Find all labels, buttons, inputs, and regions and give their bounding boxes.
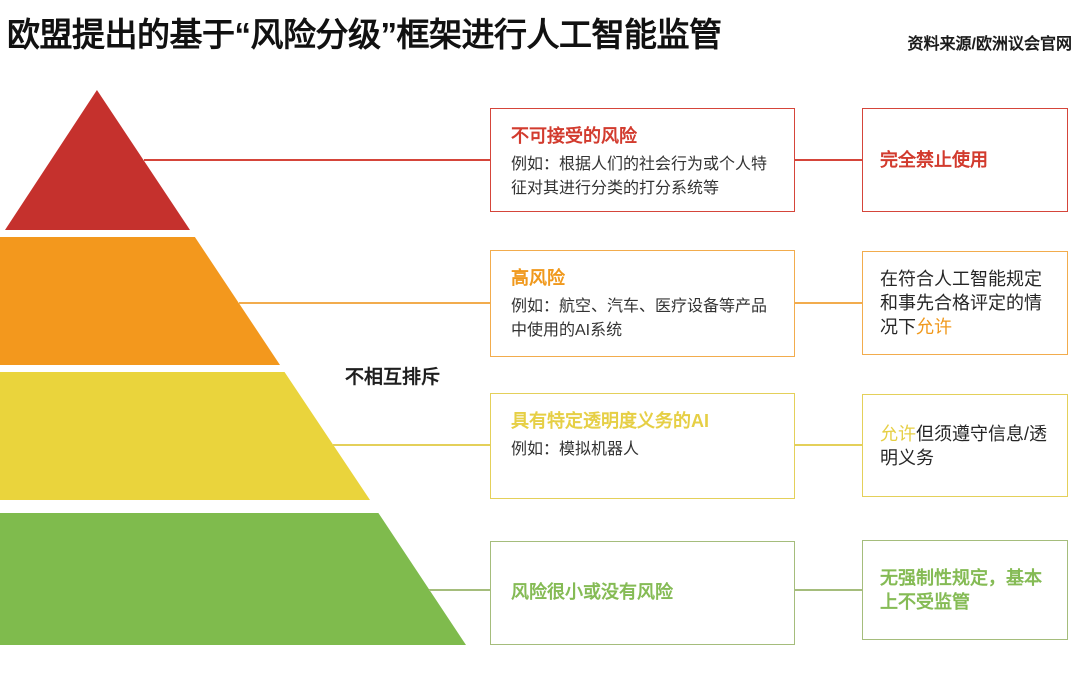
outcome-box-unacceptable: 完全禁止使用 bbox=[862, 108, 1068, 212]
pyramid-note: 不相互排斥 bbox=[345, 367, 441, 388]
page-title: 欧盟提出的基于“风险分级”框架进行人工智能监管 bbox=[7, 16, 722, 53]
connector-pyramid-to-transparency-box bbox=[333, 444, 490, 446]
outcome-highlight: 允许 bbox=[916, 317, 952, 337]
risk-box-unacceptable: 不可接受的风险 例如：根据人们的社会行为或个人特征对其进行分类的打分系统等 bbox=[490, 108, 795, 212]
outcome-box-minimal: 无强制性规定，基本上不受监管 bbox=[862, 540, 1068, 640]
risk-box-example: 例如：根据人们的社会行为或个人特征对其进行分类的打分系统等 bbox=[511, 156, 768, 197]
outcome-text: 允许但须遵守信息/透明义务 bbox=[880, 422, 1050, 470]
risk-box-title: 高风险 bbox=[511, 268, 565, 288]
risk-box-title: 具有特定透明度义务的AI bbox=[511, 411, 709, 431]
outcome-post: 但须遵守信息/透明义务 bbox=[880, 423, 1048, 468]
pyramid-layer-minimal-risk bbox=[0, 513, 466, 645]
risk-box-example: 例如：航空、汽车、医疗设备等产品中使用的AI系统 bbox=[511, 298, 768, 339]
outcome-highlight: 完全禁止使用 bbox=[880, 150, 988, 170]
risk-box-title: 不可接受的风险 bbox=[511, 126, 637, 146]
connector-transparency-box-to-outcome bbox=[794, 444, 862, 446]
risk-box-minimal: 风险很小或没有风险 bbox=[490, 541, 795, 645]
outcome-text: 完全禁止使用 bbox=[880, 148, 1050, 172]
connector-high-risk-box-to-outcome bbox=[794, 302, 862, 304]
outcome-highlight: 无强制性规定，基本上不受监管 bbox=[880, 568, 1042, 612]
connector-unacceptable-box-to-outcome bbox=[794, 159, 862, 161]
risk-box-high-risk: 高风险 例如：航空、汽车、医疗设备等产品中使用的AI系统 bbox=[490, 250, 795, 357]
outcome-text: 无强制性规定，基本上不受监管 bbox=[880, 566, 1050, 614]
outcome-box-transparency: 允许但须遵守信息/透明义务 bbox=[862, 394, 1068, 497]
source-credit: 资料来源/欧洲议会官网 bbox=[907, 36, 1072, 53]
outcome-box-high-risk: 在符合人工智能规定和事先合格评定的情况下允许 bbox=[862, 251, 1068, 355]
risk-box-title: 风险很小或没有风险 bbox=[511, 581, 673, 602]
connector-pyramid-to-high-risk-box bbox=[239, 302, 490, 304]
connector-minimal-box-to-outcome bbox=[794, 589, 862, 591]
pyramid-layer-transparency-risk bbox=[0, 372, 370, 500]
risk-box-transparency: 具有特定透明度义务的AI 例如：模拟机器人 bbox=[490, 393, 795, 499]
outcome-pre: 在符合人工智能规定和事先合格评定的情况下 bbox=[880, 269, 1042, 337]
pyramid-layer-high-risk bbox=[0, 237, 280, 365]
connector-pyramid-to-minimal-box bbox=[429, 589, 490, 591]
outcome-text: 在符合人工智能规定和事先合格评定的情况下允许 bbox=[880, 267, 1050, 339]
connector-pyramid-to-unacceptable-box bbox=[144, 159, 490, 161]
risk-box-example: 例如：模拟机器人 bbox=[511, 441, 640, 458]
outcome-highlight: 允许 bbox=[880, 423, 916, 444]
